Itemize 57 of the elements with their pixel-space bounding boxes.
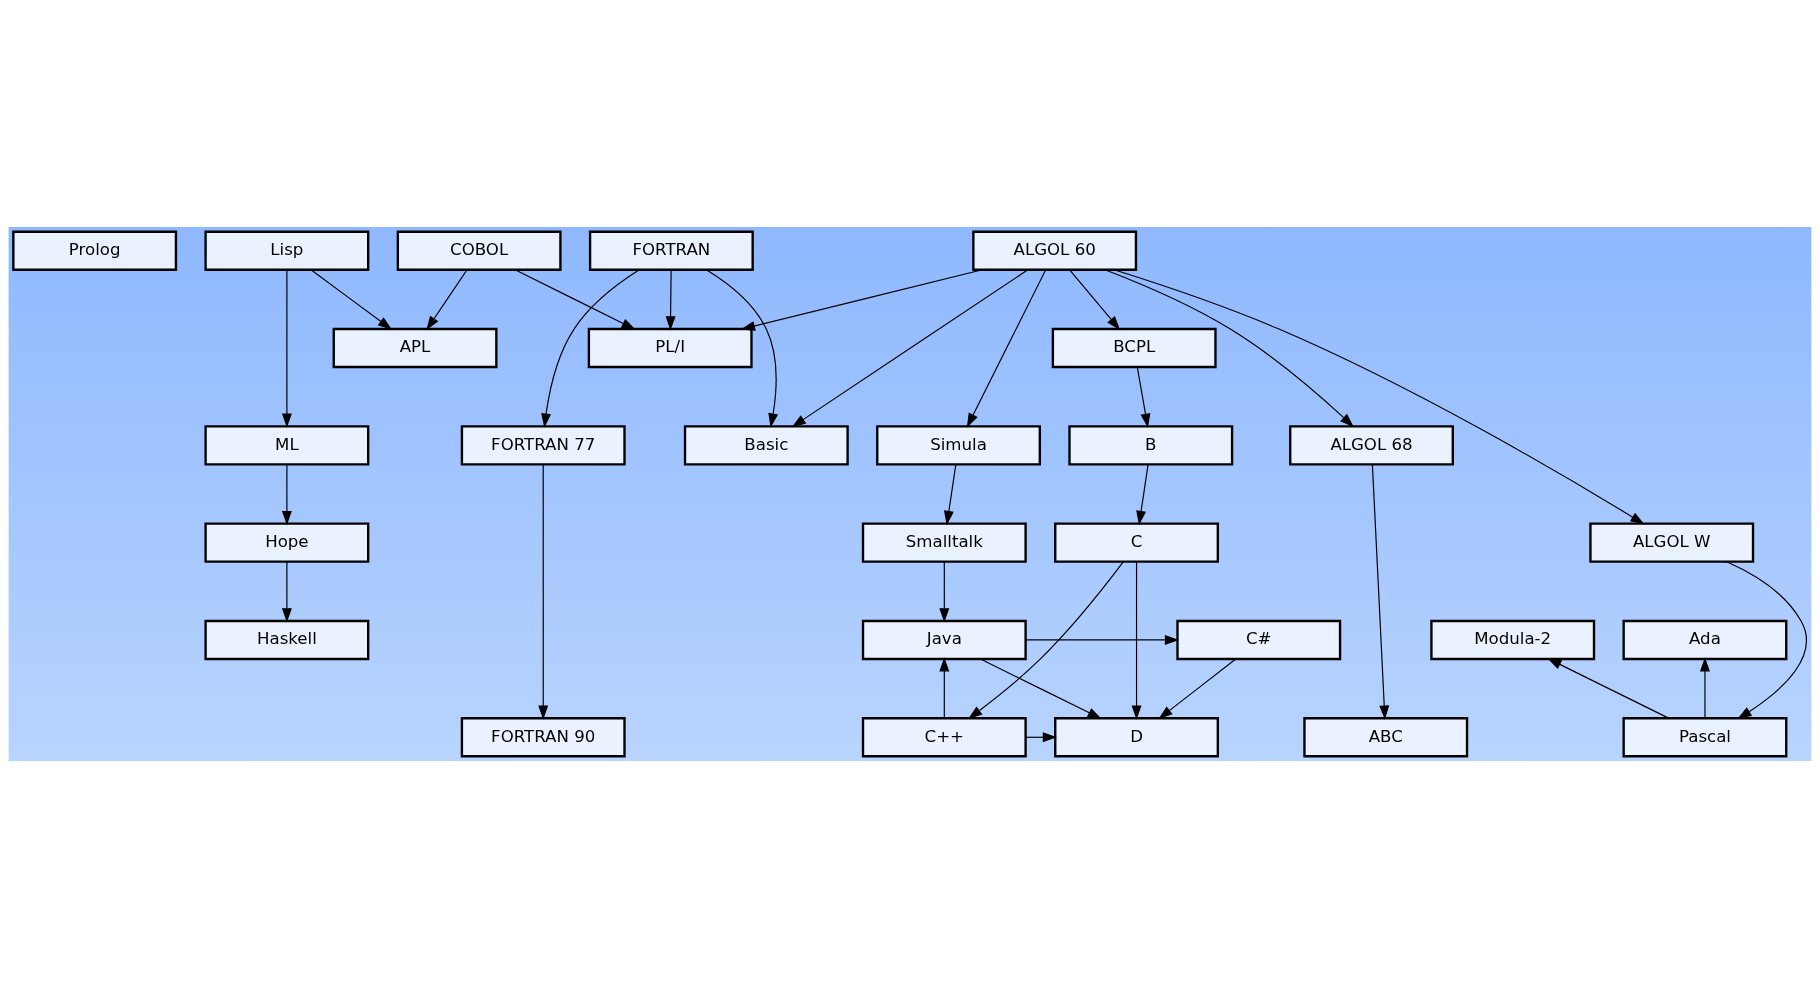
node-box: Prolog [12,230,178,271]
arrow [1547,657,1670,719]
arrow [1104,268,1354,427]
node-box: Lisp [204,230,370,271]
arrow [665,268,676,331]
node-box: COBOL [396,230,562,271]
arrow [1025,634,1180,645]
node-box: Pascal [1622,716,1788,757]
arrow [1131,560,1142,720]
node-box: APL [332,327,498,368]
arrow [1699,656,1710,719]
arrow [1136,463,1149,525]
node-box: ALGOL W [1589,522,1755,563]
node-box: C [1054,522,1219,563]
node-box: ALGOL 60 [972,230,1138,271]
arrow [1371,463,1390,720]
arrow [706,268,779,428]
node-box: C# [1176,619,1342,660]
node-box: Basic [683,424,849,465]
node-box: FORTRAN 90 [460,716,626,757]
node-box: ML [204,424,370,465]
arrow [939,656,950,719]
node-box: ABC [1303,716,1469,757]
node-box: Simula [876,424,1041,465]
node-box: Smalltalk [861,522,1027,563]
node-box: Haskell [204,619,370,660]
node-box: ALGOL 68 [1289,424,1454,465]
arrow [281,268,292,428]
node-box: FORTRAN 77 [460,424,626,465]
node-box: B [1068,424,1234,465]
node-box: Java [861,619,1027,660]
node-box: Modula-2 [1430,619,1596,660]
arrow [1136,366,1151,428]
node-box: FORTRAN [588,230,754,271]
node-box: D [1054,716,1219,757]
arrow [1158,657,1237,719]
arrow [1726,560,1807,719]
arrow [1113,268,1645,524]
arrow [791,268,1029,427]
arrow [514,268,636,330]
node-box: Ada [1622,619,1788,660]
arrow [979,657,1102,719]
arrow [281,560,292,622]
node-box: PL/I [587,327,753,368]
arrow [939,560,950,622]
arrow [281,463,292,525]
node-box: BCPL [1051,327,1217,368]
arrow [966,268,1047,428]
arrow [538,463,549,720]
arrow [310,268,393,330]
arrow [968,560,1124,719]
arrow [943,463,957,525]
arrow [541,268,640,428]
node-box: Hope [204,522,370,563]
arrow [426,268,468,330]
arrow [1069,268,1121,330]
node-box: C++ [861,716,1027,757]
